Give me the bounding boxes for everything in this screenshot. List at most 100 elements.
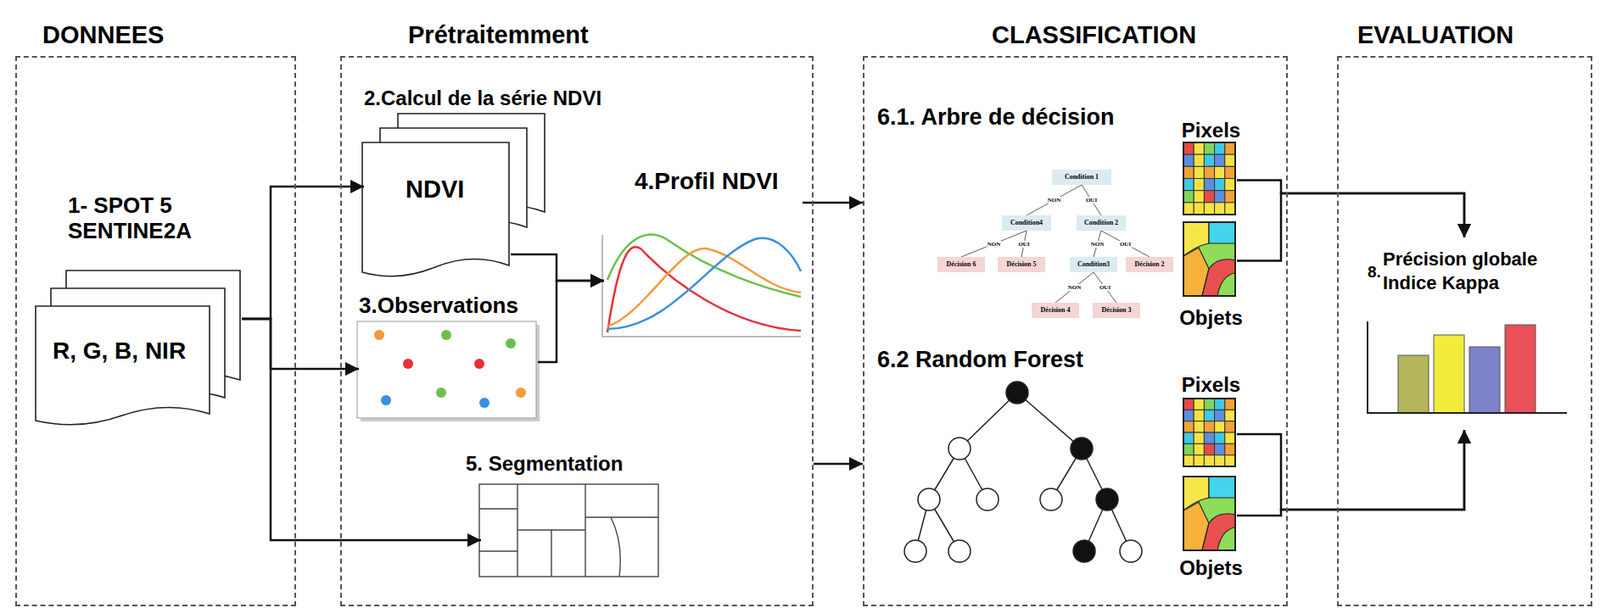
pixel-grid bbox=[1183, 142, 1236, 467]
flow-arrow bbox=[537, 274, 605, 363]
observation-box bbox=[357, 321, 540, 422]
panel: EVALUATION8.Précision globale Indice Kap… bbox=[1337, 55, 1593, 607]
pixel-grid bbox=[1183, 166, 1194, 179]
pixel-grid bbox=[1203, 409, 1214, 421]
branch-label: NON bbox=[1090, 240, 1106, 248]
observation-box bbox=[380, 395, 392, 406]
section-title: EVALUATION bbox=[1357, 20, 1514, 51]
observation-box bbox=[357, 321, 537, 419]
accuracy-bar-chart bbox=[1367, 321, 1567, 414]
box-label: Décision 2 bbox=[1135, 257, 1165, 273]
pixel-grid bbox=[1225, 190, 1236, 203]
label: 6.2 Random Forest bbox=[877, 346, 1084, 374]
label: Objets bbox=[1179, 556, 1243, 582]
flow-arrow bbox=[241, 318, 482, 548]
connector-line bbox=[1236, 430, 1465, 510]
pixel-grid bbox=[1214, 202, 1226, 215]
observation-box bbox=[479, 397, 490, 409]
label: 8. bbox=[1367, 262, 1382, 283]
observation-box bbox=[374, 330, 385, 341]
segmentation-map bbox=[479, 484, 659, 577]
ndvi-stack bbox=[362, 142, 510, 277]
pixel-grid bbox=[1225, 142, 1236, 155]
branch-label: NON bbox=[1067, 284, 1083, 291]
pixel-grid: Pixels bbox=[1185, 144, 1237, 217]
pixel-grid bbox=[1183, 179, 1194, 191]
tree-branch bbox=[1101, 230, 1150, 258]
pixel-grid bbox=[1183, 398, 1236, 467]
profile-chart: 4.Profil NDVI bbox=[604, 236, 803, 339]
segmentation-box: 5. Segmentation bbox=[481, 486, 661, 579]
pixel-grid bbox=[1193, 409, 1204, 421]
pixel-grid bbox=[1193, 455, 1204, 467]
pixel-grid bbox=[1225, 398, 1236, 410]
flow-arrow bbox=[813, 457, 863, 471]
pixel-grid bbox=[1193, 421, 1204, 433]
observation-box bbox=[441, 330, 452, 341]
connector-line bbox=[1093, 272, 1117, 303]
random-forest-tree bbox=[904, 540, 927, 563]
label: Objets bbox=[1179, 306, 1243, 331]
pixel-grid bbox=[1225, 443, 1236, 455]
panel: Prétraitemment2.Calcul de la série NDVIN… bbox=[340, 55, 814, 607]
decision-tree: 6.1. Arbre de décisionCondition 1Conditi… bbox=[877, 103, 1180, 329]
condition-box: Condition3 bbox=[1069, 257, 1118, 273]
ndvi-profile-chart bbox=[607, 234, 801, 297]
pixel-grid bbox=[1214, 190, 1226, 203]
pixel-grid bbox=[1225, 166, 1236, 179]
box-label: Décision 3 bbox=[1102, 302, 1132, 319]
random-forest-tree bbox=[1006, 381, 1029, 404]
pixel-grid bbox=[1193, 142, 1204, 155]
pixel-grid bbox=[1183, 142, 1236, 215]
random-forest-tree bbox=[1040, 488, 1063, 511]
image-stack: 1- SPOT 5 SENTINE2AR, G, B, NIR bbox=[37, 272, 242, 426]
connector-line bbox=[1081, 184, 1102, 216]
pixel-grid bbox=[1203, 398, 1214, 410]
object-map bbox=[1183, 222, 1236, 297]
decision-box: Décision 4 bbox=[1031, 302, 1080, 319]
observation-box: 3.Observations bbox=[358, 323, 538, 420]
pixel-grid bbox=[1225, 409, 1236, 421]
pixel-grid bbox=[1193, 432, 1204, 444]
arrow-head bbox=[849, 457, 863, 471]
pixel-grid bbox=[1183, 398, 1194, 410]
random-forest-tree bbox=[1119, 540, 1142, 563]
decision-box: Décision 6 bbox=[937, 257, 985, 273]
segmentation-map bbox=[479, 484, 659, 577]
accuracy-bar-chart bbox=[1398, 355, 1429, 414]
pixel-grid: Pixels bbox=[1185, 400, 1237, 469]
label: R, G, B, NIR bbox=[52, 336, 186, 366]
object-map: Objets bbox=[1185, 478, 1237, 554]
pixel-grid bbox=[1225, 202, 1236, 215]
pixel-grid bbox=[1203, 142, 1214, 155]
label: NDVI bbox=[405, 174, 465, 205]
flow-arrow bbox=[241, 179, 364, 319]
box-label: Décision 6 bbox=[946, 257, 977, 273]
flow-arrow bbox=[802, 195, 863, 210]
pixel-grid bbox=[1214, 179, 1226, 191]
evaluation-chart: 8.Précision globale Indice Kappa bbox=[1359, 237, 1569, 431]
flow-arrow bbox=[1236, 430, 1472, 510]
random-forest-tree bbox=[915, 392, 1131, 552]
observation-box bbox=[436, 387, 447, 398]
pixel-grid bbox=[1193, 398, 1204, 410]
accuracy-bar-chart bbox=[1433, 335, 1465, 414]
branch-label: NON bbox=[986, 240, 1002, 248]
condition-box: Condition 2 bbox=[1076, 215, 1126, 231]
observation-box bbox=[505, 338, 516, 349]
condition-box: Condition4 bbox=[1001, 215, 1052, 231]
box-label: Décision 5 bbox=[1006, 257, 1037, 273]
ndvi-stack: 2.Calcul de la série NDVINDVI bbox=[363, 115, 547, 278]
box-label: Condition 1 bbox=[1064, 169, 1099, 185]
connector-line bbox=[1236, 430, 1465, 516]
pixel-grid bbox=[1183, 455, 1194, 467]
pixel-grid bbox=[1225, 154, 1236, 167]
pixel-grid bbox=[1193, 190, 1204, 203]
accuracy-bar-chart bbox=[1367, 321, 1567, 414]
box-label: Condition4 bbox=[1010, 215, 1043, 231]
accuracy-bar-chart bbox=[1469, 346, 1500, 414]
ndvi-stack bbox=[362, 113, 545, 277]
pixel-grid bbox=[1203, 154, 1214, 167]
